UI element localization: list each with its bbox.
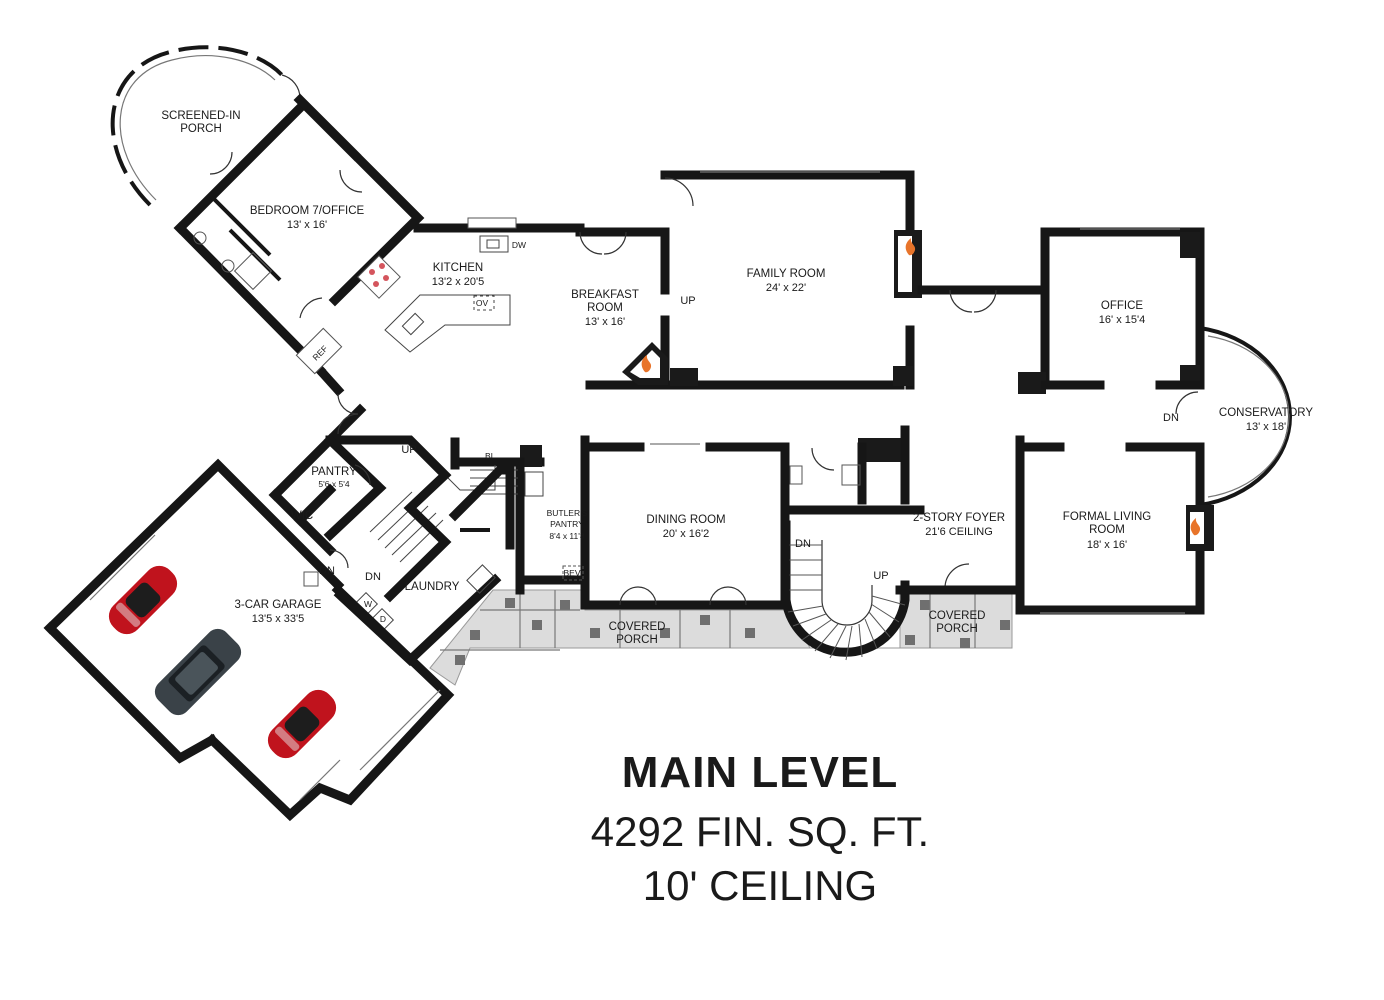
screened-porch-label: SCREENED-IN	[161, 110, 240, 122]
level-title: MAIN LEVEL	[621, 748, 899, 797]
fireplace-icon	[641, 355, 652, 373]
kitchen	[295, 217, 585, 397]
conservatory	[1175, 326, 1292, 507]
dining-room	[580, 435, 790, 610]
fireplace-icon	[905, 238, 916, 256]
garage	[43, 458, 455, 822]
covered-porch-label: COVERED	[929, 610, 986, 622]
butlers-label: BUTLER'S	[547, 508, 588, 518]
screened-porch-label-2: PORCH	[180, 123, 222, 135]
car-icon	[108, 565, 178, 635]
stair-down-label: DN	[365, 571, 381, 583]
breakfast-room	[575, 227, 905, 390]
stair-down-label: DN	[1163, 412, 1179, 424]
beverage-label: BEV	[563, 568, 580, 578]
wic-label: WIC	[291, 510, 313, 522]
stair-up-label: UP	[401, 444, 416, 456]
garage-dim: 13'5 x 33'5	[252, 613, 305, 625]
spiral-stairs	[781, 520, 910, 661]
cooktop	[357, 255, 401, 299]
conservatory-dim: 13' x 18'	[1246, 421, 1286, 433]
bedroom-dim: 13' x 16'	[287, 219, 327, 231]
kitchen-dim: 13'2 x 20'5	[432, 276, 485, 288]
dryer-label: D	[380, 614, 386, 624]
dining-label: DINING ROOM	[646, 514, 725, 526]
covered-porch-label-2: PORCH	[936, 623, 978, 635]
bedroom-7	[173, 93, 425, 377]
living-dim: 18' x 16'	[1087, 539, 1127, 551]
family-room	[660, 170, 922, 390]
bedroom-label: BEDROOM 7/OFFICE	[250, 205, 365, 217]
breakfast-dim: 13' x 16'	[585, 316, 625, 328]
pantry-wic	[268, 393, 387, 569]
laundry-label: LAUNDRY	[405, 581, 460, 593]
living-label: FORMAL LIVING	[1063, 511, 1151, 523]
built-in-label: BI	[485, 451, 493, 461]
covered-porch-label-2: PORCH	[616, 634, 658, 646]
office-dim: 16' x 15'4	[1099, 314, 1145, 326]
square-footage: 4292 FIN. SQ. FT.	[590, 808, 930, 855]
car-icon	[267, 689, 337, 759]
stair-up-label: UP	[873, 570, 888, 582]
washer-label: W	[364, 599, 372, 609]
car-icon	[154, 628, 242, 716]
butlers-label-2: PANTRY	[550, 519, 584, 529]
office	[1018, 227, 1205, 394]
breakfast-label-2: ROOM	[587, 302, 623, 314]
ceiling-height: 10' CEILING	[642, 862, 878, 909]
stair-down-label: DN	[319, 565, 335, 577]
foyer-label: 2-STORY FOYER	[913, 512, 1005, 524]
dishwasher-label: DW	[512, 240, 526, 250]
pantry-label: PANTRY	[311, 466, 357, 478]
butlers-dim: 8'4 x 11'8	[549, 531, 584, 541]
breakfast-label: BREAKFAST	[571, 289, 639, 301]
foyer	[780, 425, 1017, 595]
family-label: FAMILY ROOM	[747, 268, 826, 280]
conservatory-label: CONSERVATORY	[1219, 407, 1313, 419]
garage-label: 3-CAR GARAGE	[235, 599, 322, 611]
living-label-2: ROOM	[1089, 524, 1125, 536]
family-dim: 24' x 22'	[766, 282, 806, 294]
kitchen-label: KITCHEN	[433, 262, 483, 274]
hall-walls	[323, 285, 1050, 447]
office-label: OFFICE	[1101, 300, 1143, 312]
oven-label: OV	[476, 298, 489, 308]
dining-dim: 20' x 16'2	[663, 528, 709, 540]
pantry-dim: 5'6 x 5'4	[318, 479, 349, 489]
stair-down-label: DN	[795, 538, 811, 550]
foyer-dim: 21'6 CEILING	[925, 526, 993, 538]
fireplace-icon	[1190, 518, 1201, 536]
covered-porch-label: COVERED	[609, 621, 666, 633]
stair-up-label: UP	[680, 295, 695, 307]
screened-porch	[110, 45, 362, 207]
